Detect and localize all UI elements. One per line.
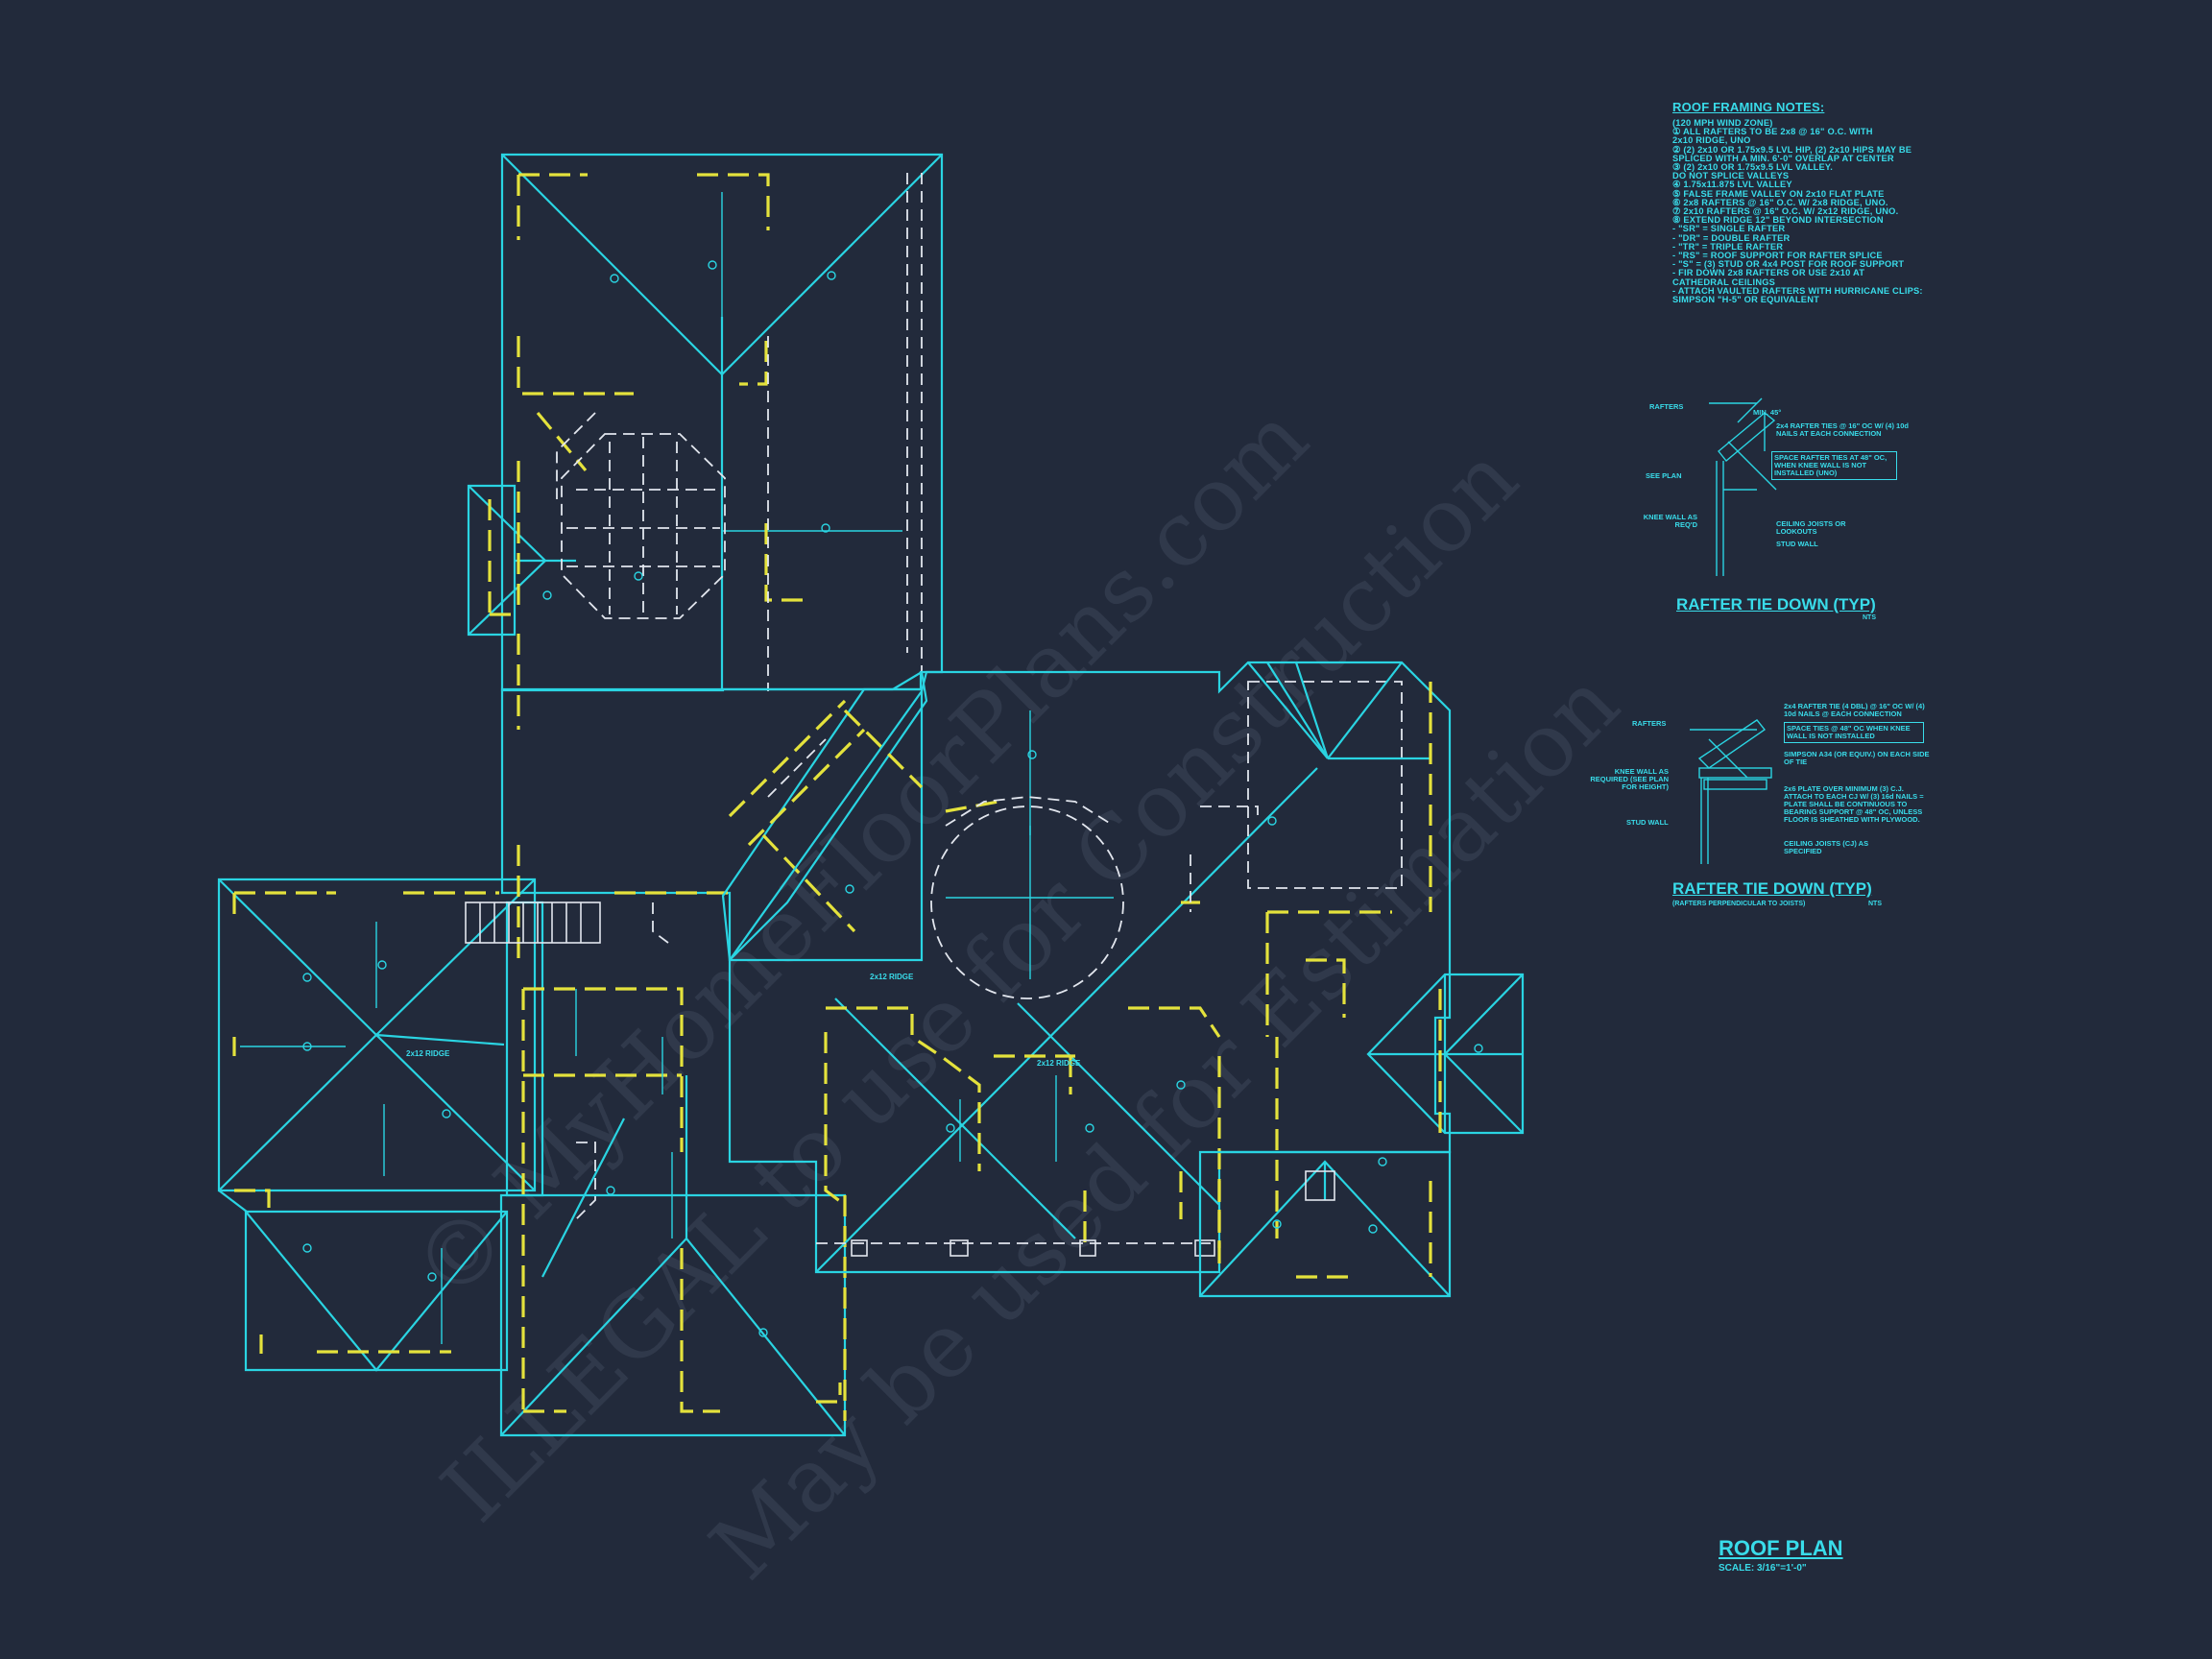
- front-steps: [465, 902, 601, 944]
- watermark-line-1: © MyHomeFloorPlans.com: [394, 387, 1328, 1321]
- detail2-nts: NTS: [1868, 901, 1882, 907]
- note-item: DO NOT SPLICE VALLEYS: [1672, 171, 1790, 181]
- note-item: ④ 1.75x11.875 LVL VALLEY: [1672, 180, 1792, 190]
- detail2-ceiling-label: CEILING JOISTS (CJ) AS SPECIFIED: [1784, 839, 1869, 855]
- southeast-roof: [1198, 1150, 1452, 1298]
- note-item: SIMPSON "H-5" OR EQUIVALENT: [1672, 295, 1819, 305]
- east-bay-roof: [1366, 973, 1525, 1135]
- detail2-space-label: SPACE TIES @ 48" OC WHEN KNEE WALL IS NO…: [1784, 722, 1924, 743]
- detail1-stud-label: STUD WALL: [1776, 540, 1818, 548]
- note-item: SPLICED WITH A MIN. 6'-0" OVERLAP AT CEN…: [1672, 153, 1894, 163]
- note-item: ③ (2) 2x10 OR 1.75x9.5 LVL VALLEY.: [1672, 162, 1834, 173]
- detail2-simpson-label: SIMPSON A34 (OR EQUIV.) ON EACH SIDE OF …: [1784, 750, 1930, 766]
- note-item: - "RS" = ROOF SUPPORT FOR RAFTER SPLICE: [1672, 251, 1883, 261]
- note-item: ⑥ 2x8 RAFTERS @ 16" O.C. W/ 2x8 RIDGE, U…: [1672, 197, 1888, 207]
- detail1-ceiling-label: CEILING JOISTS OR LOOKOUTS: [1776, 519, 1846, 536]
- diagonal-gallery-roof: [721, 670, 928, 963]
- note-item: (120 MPH WIND ZONE): [1672, 118, 1773, 128]
- note-item: CATHEDRAL CEILINGS: [1672, 276, 1776, 287]
- note-item: ① ALL RAFTERS TO BE 2x8 @ 16" O.C. WITH: [1672, 127, 1873, 137]
- detail2-plate-label: 2x6 PLATE OVER MINIMUM (3) C.J. ATTACH T…: [1784, 784, 1924, 824]
- roof-plan-scale: SCALE: 3/16"=1'-0": [1719, 1563, 1807, 1574]
- detail1-rafters-label: RAFTERS: [1649, 402, 1684, 411]
- note-item: - "S" = (3) STUD OR 4x4 POST FOR ROOF SU…: [1672, 259, 1905, 270]
- rafter-tags: [302, 260, 1483, 1337]
- detail2-rafters-label: RAFTERS: [1632, 719, 1667, 728]
- note-item: - "DR" = DOUBLE RAFTER: [1672, 232, 1791, 243]
- detail1-min-label: MIN. 45°: [1753, 408, 1782, 417]
- note-item: - FIR DOWN 2x8 RAFTERS OR USE 2x10 AT: [1672, 268, 1865, 278]
- detail1-space-label: SPACE RAFTER TIES AT 48" OC, WHEN KNEE W…: [1771, 451, 1897, 480]
- note-item: 2x10 RIDGE, UNO: [1672, 135, 1751, 146]
- ridge-label-center: 2x12 RIDGE: [870, 973, 914, 981]
- watermark: © MyHomeFloorPlans.com ILLEGAL to use fo…: [394, 387, 1639, 1599]
- detail1-title: RAFTER TIE DOWN (TYP): [1676, 595, 1876, 613]
- detail-2-drawing: [1690, 719, 1772, 864]
- detail1-see-plan-label: SEE PLAN: [1646, 471, 1682, 480]
- north-wing-roof: [467, 153, 944, 730]
- detail-1-drawing: [1709, 397, 1777, 576]
- west-wing-roof: [217, 878, 537, 1372]
- detail2-subtitle: (RAFTERS PERPENDICULAR TO JOISTS): [1672, 901, 1806, 907]
- note-item: ⑦ 2x10 RAFTERS @ 16" O.C. W/ 2x12 RIDGE,…: [1672, 206, 1899, 217]
- detail2-title: RAFTER TIE DOWN (TYP): [1672, 879, 1872, 898]
- note-item: - "TR" = TRIPLE RAFTER: [1672, 241, 1784, 252]
- ridge-label-west: 2x12 RIDGE: [406, 1049, 450, 1058]
- note-item: - ATTACH VAULTED RAFTERS WITH HURRICANE …: [1672, 285, 1923, 296]
- roof-plan-title: ROOF PLAN: [1719, 1536, 1843, 1560]
- detail1-knee-label: KNEE WALL AS REQ'D: [1643, 513, 1697, 529]
- note-item: - "SR" = SINGLE RAFTER: [1672, 224, 1786, 234]
- note-item: ② (2) 2x10 OR 1.75x9.5 LVL HIP, (2) 2x10…: [1672, 144, 1912, 155]
- framing-notes-title: ROOF FRAMING NOTES:: [1672, 100, 1825, 114]
- detail1-subtitle: NTS: [1863, 614, 1876, 621]
- ridge-label-main: 2x12 RIDGE: [1037, 1059, 1081, 1068]
- detail1-tie-label: 2x4 RAFTER TIES @ 16" OC W/ (4) 10d NAIL…: [1776, 421, 1909, 438]
- note-item: ⑤ FALSE FRAME VALLEY ON 2x10 FLAT PLATE: [1672, 188, 1885, 199]
- main-roof: [728, 661, 1452, 1274]
- detail2-stud-label: STUD WALL: [1626, 818, 1669, 827]
- note-item: ⑧ EXTEND RIDGE 12" BEYOND INTERSECTION: [1672, 215, 1884, 226]
- detail2-tie-label: 2x4 RAFTER TIE (4 DBL) @ 16" OC W/ (4) 1…: [1784, 702, 1925, 718]
- framing-notes-list: (120 MPH WIND ZONE) ① ALL RAFTERS TO BE …: [1672, 118, 1951, 305]
- detail2-knee-label: KNEE WALL AS REQUIRED (SEE PLAN FOR HEIG…: [1590, 767, 1669, 791]
